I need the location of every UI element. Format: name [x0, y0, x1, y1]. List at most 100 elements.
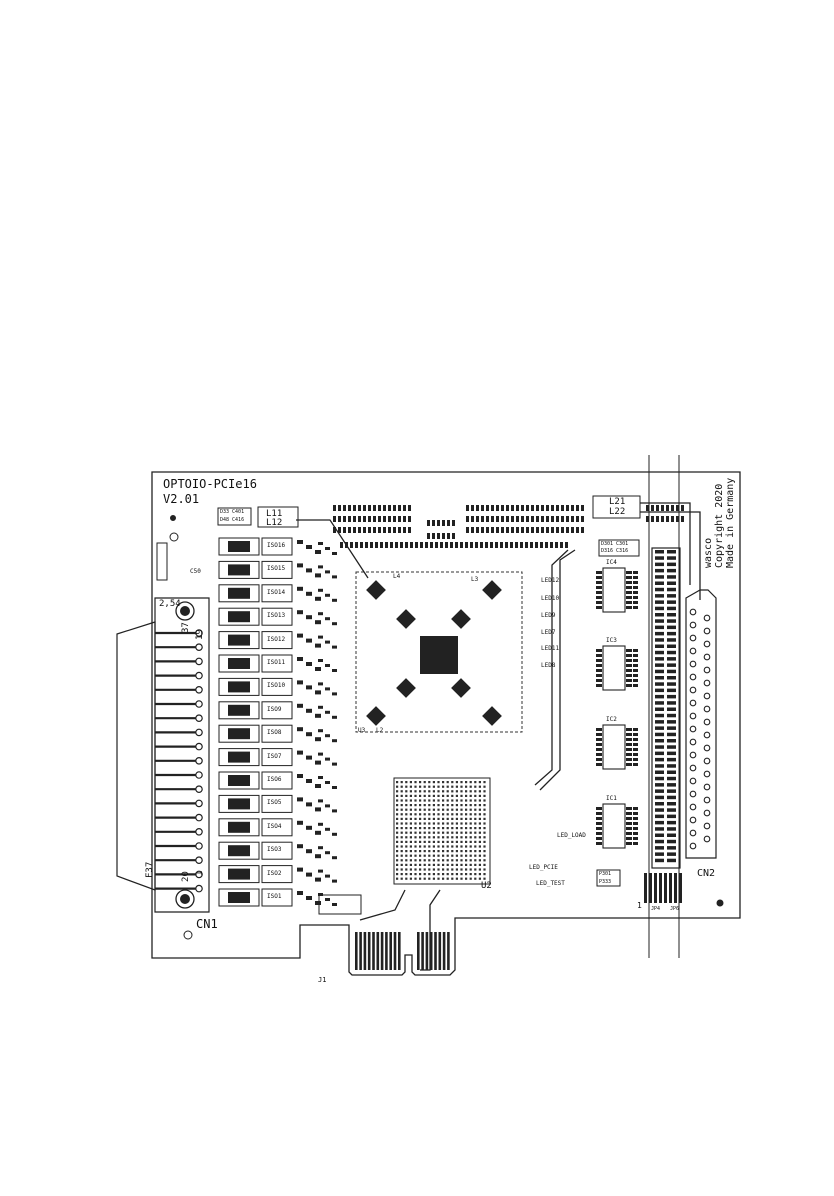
header-pin [571, 516, 574, 522]
bank-pin [655, 694, 664, 699]
smd-part [315, 690, 321, 695]
bga-ball [437, 785, 440, 788]
bga-ball [469, 799, 472, 802]
bga-ball [446, 781, 449, 784]
bga-ball [469, 813, 472, 816]
bga-ball [465, 845, 468, 848]
bank-outline [651, 547, 681, 869]
bga-ball [469, 840, 472, 843]
smd-part [325, 570, 330, 574]
smd-part [306, 545, 312, 549]
bga-ball [423, 836, 426, 839]
isolator-frame [261, 537, 293, 556]
isolator-outline [218, 794, 260, 813]
bga-ball [414, 854, 417, 857]
bga-ball [478, 831, 481, 834]
smd-part [332, 786, 337, 789]
smd-part [332, 879, 337, 883]
header-pin [481, 505, 484, 511]
bga-ball [423, 868, 426, 871]
bga-ball [400, 859, 403, 862]
header-pin [566, 527, 569, 533]
bga-ball [469, 850, 472, 853]
bank-pin [655, 682, 664, 686]
header-pin [476, 505, 479, 511]
bank-pin [655, 839, 664, 844]
isolator-frame [261, 724, 293, 743]
bga-ball [465, 850, 468, 853]
bank-pin [667, 802, 676, 806]
bga-ball [432, 859, 435, 862]
bga-ball [409, 868, 412, 871]
board-version: V2.01 [163, 492, 200, 506]
isolator-outline [218, 888, 260, 907]
header-pin [661, 516, 664, 522]
header-pin [403, 505, 406, 511]
ic-pin [596, 654, 602, 657]
ic-pin [626, 576, 632, 579]
bga-ball [446, 804, 449, 807]
bga-ball [437, 863, 440, 866]
isolator-outline [218, 560, 260, 579]
bga-ball [460, 799, 463, 802]
header-pin [408, 505, 411, 511]
bga-ball [437, 836, 440, 839]
ic-resistor [633, 738, 638, 741]
header-pin [480, 542, 483, 548]
smd-part [315, 713, 321, 718]
bank-pin [655, 789, 664, 793]
cn2-pin [689, 764, 697, 772]
bank-pin [667, 770, 676, 774]
bga-ball [455, 873, 458, 876]
bga-ball [460, 808, 463, 811]
header-pin [338, 516, 341, 522]
copyright-line-1: wasco [703, 537, 714, 568]
bga-ball [446, 822, 449, 825]
ic-pin [596, 837, 602, 840]
bga-ball [423, 873, 426, 876]
header-pin [681, 516, 684, 522]
header-pin [551, 516, 554, 522]
isolator-label: ISO13 [267, 612, 286, 620]
header-pin [566, 505, 569, 511]
bga-ball [483, 840, 486, 843]
header-pin [375, 542, 378, 548]
bga-ball [423, 831, 426, 834]
bank-pin [655, 814, 664, 819]
header-pin [363, 516, 366, 522]
ic-resistor [633, 664, 638, 667]
copyright-line-3: Made in Germany [725, 477, 736, 568]
bank-pin [655, 688, 664, 693]
bga-ball [442, 868, 445, 871]
bga-ball [400, 831, 403, 834]
bga-ball [405, 859, 408, 862]
bga-ball [405, 785, 408, 788]
header-pin [525, 542, 528, 548]
smd-part [306, 732, 312, 737]
smd-part [318, 799, 323, 803]
ic-resistor [633, 601, 638, 604]
bank-pin [667, 625, 676, 630]
smd-part [297, 680, 303, 685]
smd-part [297, 633, 303, 638]
bga-ball [414, 877, 417, 880]
bga-ball [432, 868, 435, 871]
bank-pin [655, 669, 664, 674]
isolator-body [228, 681, 250, 693]
bga-ball [423, 850, 426, 853]
isolator-body [228, 658, 250, 669]
smd-part [332, 645, 337, 649]
ic-pin [626, 659, 632, 662]
header-pin [495, 542, 498, 548]
bga-ball [465, 794, 468, 797]
ic-pin [626, 837, 632, 840]
smd-part [318, 659, 323, 662]
bga-ball [483, 808, 486, 811]
isolator-body [228, 704, 250, 716]
header-pin [333, 527, 336, 533]
header-pin [501, 505, 504, 511]
header-pin [440, 542, 443, 548]
ic-pin [596, 586, 602, 589]
copyright-line-2: Copyright 2020 [714, 483, 725, 568]
inductor-l22: L22 [609, 507, 626, 517]
